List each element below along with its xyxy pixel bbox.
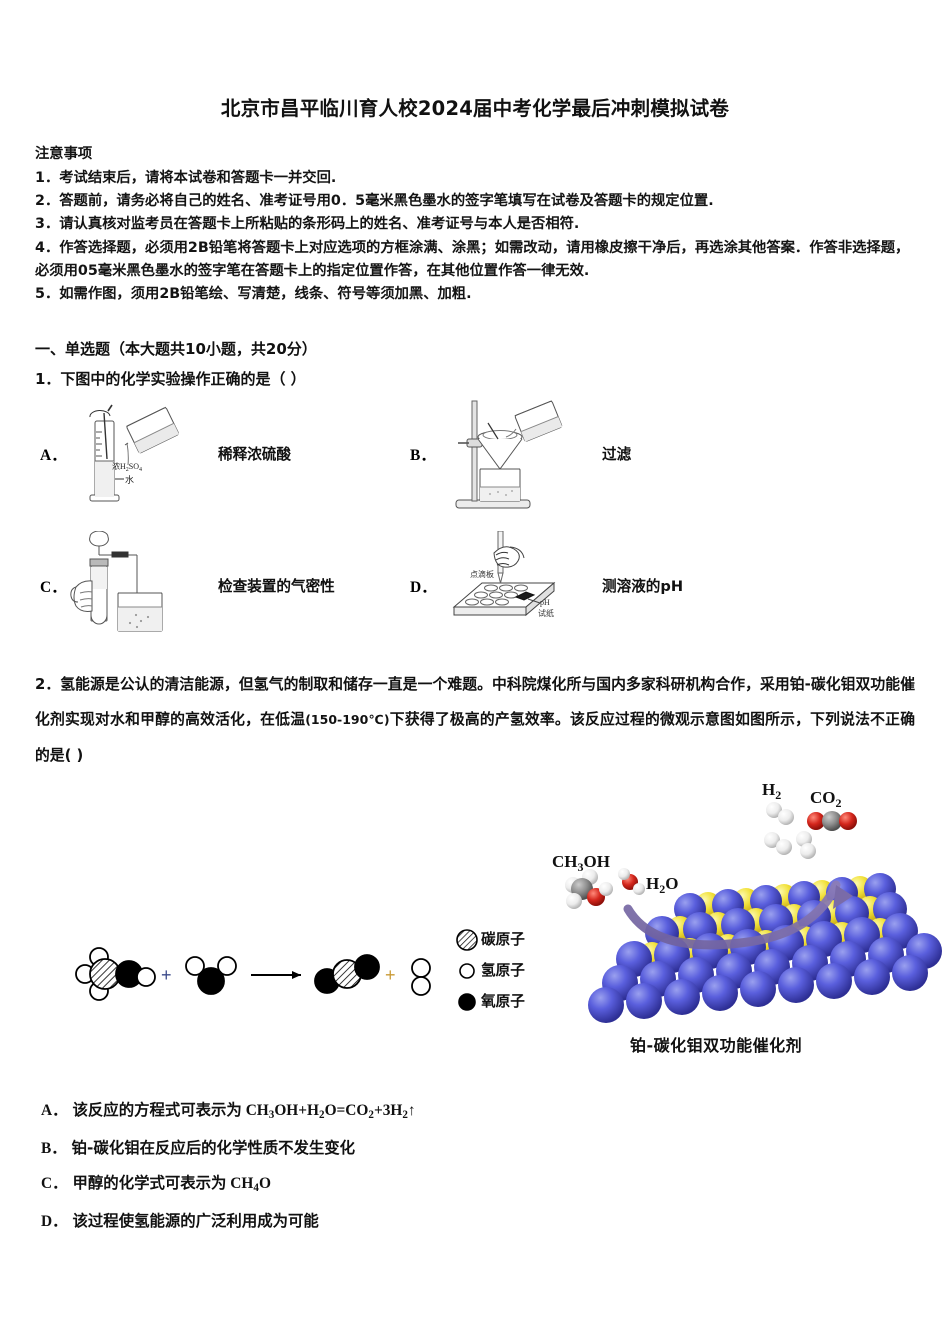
svg-text:点滴板: 点滴板 bbox=[470, 569, 494, 579]
option-d-letter: D． bbox=[410, 579, 437, 597]
option-a-caption: 稀释浓硫酸 bbox=[218, 446, 291, 464]
question-2-option-d[interactable]: D．该过程使氢能源的广泛利用成为可能 bbox=[35, 1214, 915, 1249]
legend-row-carbon: 碳原子 bbox=[455, 925, 580, 956]
q2-option-a-formula: CH3OH+H2O=CO2+3H2↑ bbox=[245, 1101, 416, 1121]
notice-item-1: 1．考试结束后，请将本试卷和答题卡一并交回. bbox=[35, 170, 337, 187]
svg-text:H2O: H2O bbox=[646, 874, 678, 896]
notice-item-2: 2．答题前，请务必将自己的姓名、准考证号用0．5毫米黑色墨水的签字笔填写在试卷及… bbox=[35, 193, 714, 210]
methanol-molecule bbox=[565, 868, 613, 909]
page-title: 北京市昌平临川育人校2024届中考化学最后冲刺模拟试卷 bbox=[220, 97, 730, 120]
option-b-caption: 过滤 bbox=[602, 446, 632, 464]
question-1-option-a[interactable]: A． bbox=[40, 399, 291, 517]
legend-label-oxygen: 氧原子 bbox=[481, 992, 525, 1010]
question-2-temperature: (150-190℃) bbox=[305, 712, 390, 728]
q2-option-b-letter: B． bbox=[41, 1139, 67, 1157]
ph-measurement-icon: 点滴板 pH 试纸 bbox=[436, 530, 588, 649]
svg-text:+: + bbox=[385, 965, 396, 985]
filtration-icon bbox=[436, 399, 588, 517]
question-1-options: A． bbox=[35, 399, 915, 659]
question-2-stem: 2．氢能源是公认的清洁能源，但氢气的制取和储存一直是一个难题。中科院煤化所与国内… bbox=[35, 667, 915, 773]
section-heading: 一、单选题（本大题共10小题，共20分） bbox=[35, 340, 317, 359]
hydrogen-atom-icon bbox=[459, 963, 475, 980]
question-2-text-part2: 下获得了极高的产氢效率。该反应过程的微观示意图如图所示，下列说法不正确的是( ) bbox=[35, 711, 915, 764]
question-2-text-part1: 2．氢能源是公认的清洁能源，但氢气的制取和储存一直是一个难题。中科院煤化所与国内… bbox=[35, 676, 915, 729]
question-2-options: A．该反应的方程式可表示为 CH3OH+H2O=CO2+3H2↑ B．铂-碳化钼… bbox=[35, 1100, 915, 1250]
molecular-reaction-diagram: + + bbox=[55, 929, 475, 1019]
diluting-acid-icon: 浓H2SO4 水 bbox=[66, 399, 218, 517]
water-molecule bbox=[618, 867, 645, 895]
carbon-atom-icon bbox=[456, 929, 478, 952]
question-2-option-a[interactable]: A．该反应的方程式可表示为 CH3OH+H2O=CO2+3H2↑ bbox=[35, 1100, 915, 1141]
q2-option-c-letter: C． bbox=[41, 1175, 68, 1193]
svg-text:CH3OH: CH3OH bbox=[552, 852, 610, 874]
svg-text:浓H2SO4: 浓H2SO4 bbox=[112, 462, 142, 473]
catalyst-caption: 铂-碳化钼双功能催化剂 bbox=[630, 1035, 803, 1055]
hydrogen-molecules bbox=[764, 801, 816, 859]
legend-row-hydrogen: 氢原子 bbox=[455, 956, 580, 987]
notice-item-4: 4．作答选择题，必须用2B铅笔将答题卡上对应选项的方框涂满、涂黑；如需改动，请用… bbox=[35, 239, 910, 279]
option-c-caption: 检查装置的气密性 bbox=[218, 578, 335, 596]
question-1-option-d[interactable]: D． bbox=[410, 530, 684, 649]
q2-option-c-text: 甲醇的化学式可表示为 bbox=[72, 1174, 227, 1193]
svg-text:H2: H2 bbox=[762, 780, 781, 802]
airtightness-check-icon bbox=[66, 530, 218, 649]
product-molecules bbox=[764, 801, 857, 859]
oxygen-atom-icon bbox=[458, 993, 476, 1012]
question-1-option-c[interactable]: C． bbox=[40, 530, 335, 649]
question-2-option-b[interactable]: B．铂-碳化钼在反应后的化学性质不发生变化 bbox=[35, 1138, 915, 1176]
notice-item-3: 3．请认真核对监考员在答题卡上所粘贴的条形码上的姓名、准考证号与本人是否相符. bbox=[35, 216, 580, 233]
reactant-molecules bbox=[565, 867, 645, 909]
q2-option-d-text: 该过程使氢能源的广泛利用成为可能 bbox=[72, 1212, 319, 1231]
option-b-letter: B． bbox=[410, 447, 436, 465]
carbon-dioxide-molecule bbox=[807, 810, 857, 831]
svg-text:水: 水 bbox=[125, 474, 134, 486]
q2-option-d-letter: D． bbox=[41, 1213, 68, 1231]
notice-heading: 注意事项 bbox=[35, 146, 93, 162]
legend-label-hydrogen: 氢原子 bbox=[481, 961, 525, 979]
svg-text:CO2: CO2 bbox=[810, 788, 842, 810]
svg-text:pH: pH bbox=[540, 598, 550, 607]
q2-option-a-letter: A． bbox=[41, 1101, 68, 1119]
question-2-figures: + + bbox=[35, 777, 942, 1097]
catalyst-surface-illustration: CH3OH H2O H2 CO2 bbox=[540, 777, 950, 1077]
q2-option-b-text: 铂-碳化钼在反应后的化学性质不发生变化 bbox=[71, 1138, 356, 1157]
notice-item-5: 5．如需作图，须用2B铅笔绘、写清楚，线条、符号等须加黑、加粗. bbox=[35, 285, 472, 302]
q2-option-c-formula: CH4O bbox=[230, 1175, 271, 1195]
reaction-arrow-icon bbox=[623, 880, 853, 950]
legend-row-oxygen: 氧原子 bbox=[455, 987, 580, 1018]
notice-block: 注意事项 1．考试结束后，请将本试卷和答题卡一并交回. 2．答题前，请务必将自己… bbox=[35, 143, 915, 306]
question-2-option-c[interactable]: C．甲醇的化学式可表示为 CH4O bbox=[35, 1176, 915, 1214]
option-d-caption: 测溶液的pH bbox=[602, 578, 684, 596]
option-c-letter: C． bbox=[40, 579, 67, 597]
question-1-stem: 1．下图中的化学实验操作正确的是（ ） bbox=[35, 370, 306, 389]
legend-label-carbon: 碳原子 bbox=[481, 930, 525, 948]
svg-text:+: + bbox=[161, 965, 172, 985]
question-1-option-b[interactable]: B． bbox=[410, 399, 631, 517]
option-a-letter: A． bbox=[40, 447, 67, 465]
atom-legend: 碳原子 氢原子 氧原子 bbox=[455, 925, 580, 1018]
catalyst-lattice bbox=[588, 872, 942, 1023]
q2-option-a-text: 该反应的方程式可表示为 bbox=[72, 1100, 242, 1119]
svg-text:试纸: 试纸 bbox=[538, 608, 554, 618]
